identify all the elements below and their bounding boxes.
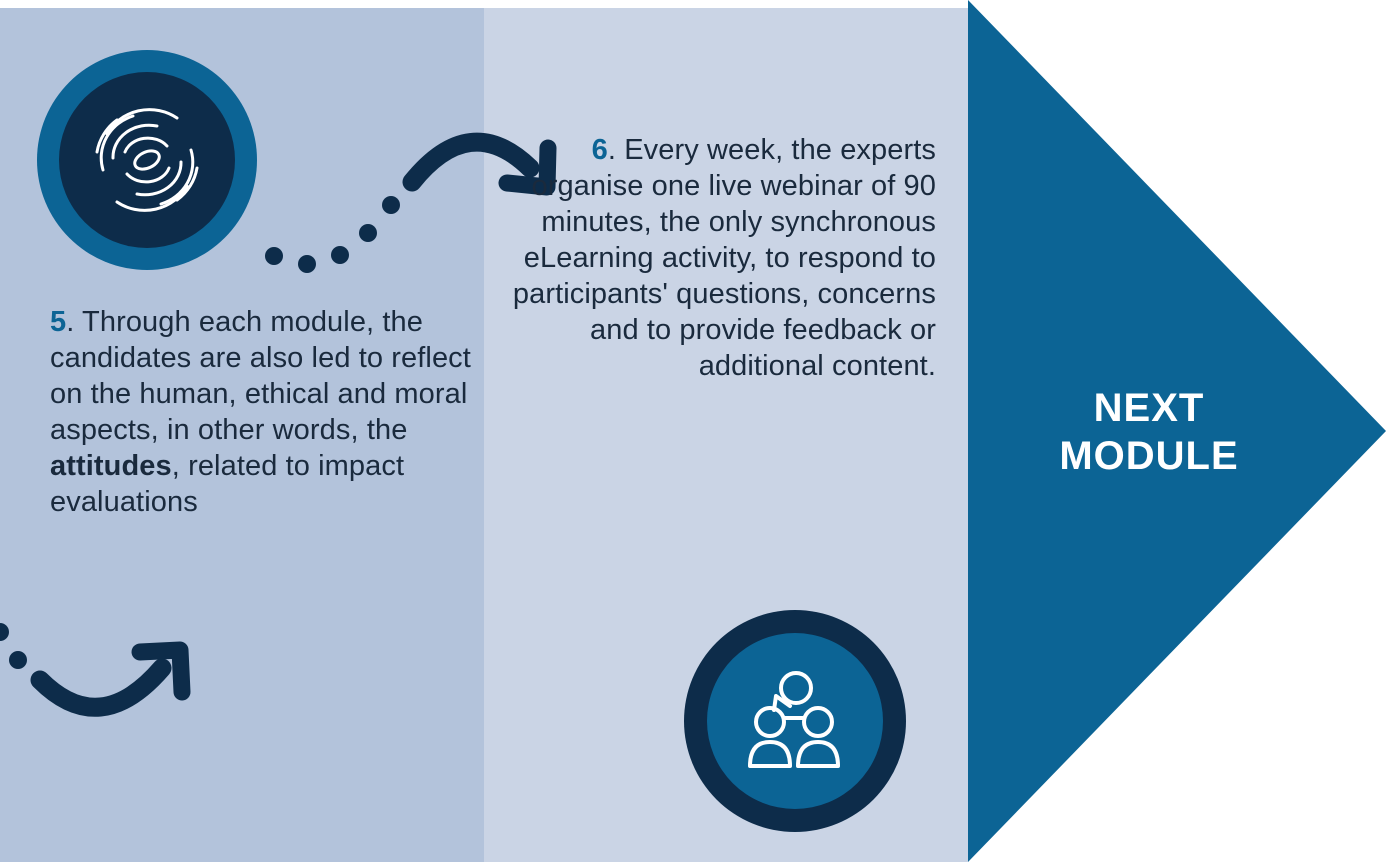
step-5-number: 5: [50, 306, 67, 338]
next-module-arrow[interactable]: [968, 0, 1386, 862]
step-5-text: 5. Through each module, the candidates a…: [50, 304, 490, 520]
next-module-label[interactable]: NEXT MODULE: [1014, 384, 1284, 480]
step-5-emphasis: attitudes: [50, 450, 172, 482]
step-5-body: . Through each module, the candidates ar…: [50, 306, 471, 446]
step-5-body-end: , related to impact evaluations: [50, 450, 405, 518]
next-label-line2: MODULE: [1059, 434, 1239, 478]
swirl-icon: [95, 108, 199, 212]
step-6-icon-ring: [684, 610, 906, 832]
step-6-number: 6: [591, 134, 608, 166]
step-6-body: . Every week, the experts organise one l…: [512, 134, 936, 382]
step-6-text: 6. Every week, the experts organise one …: [490, 132, 936, 384]
step-5-icon-ring: [37, 50, 257, 270]
group-discussion-icon: [748, 671, 840, 768]
next-label-line1: NEXT: [1093, 386, 1205, 430]
